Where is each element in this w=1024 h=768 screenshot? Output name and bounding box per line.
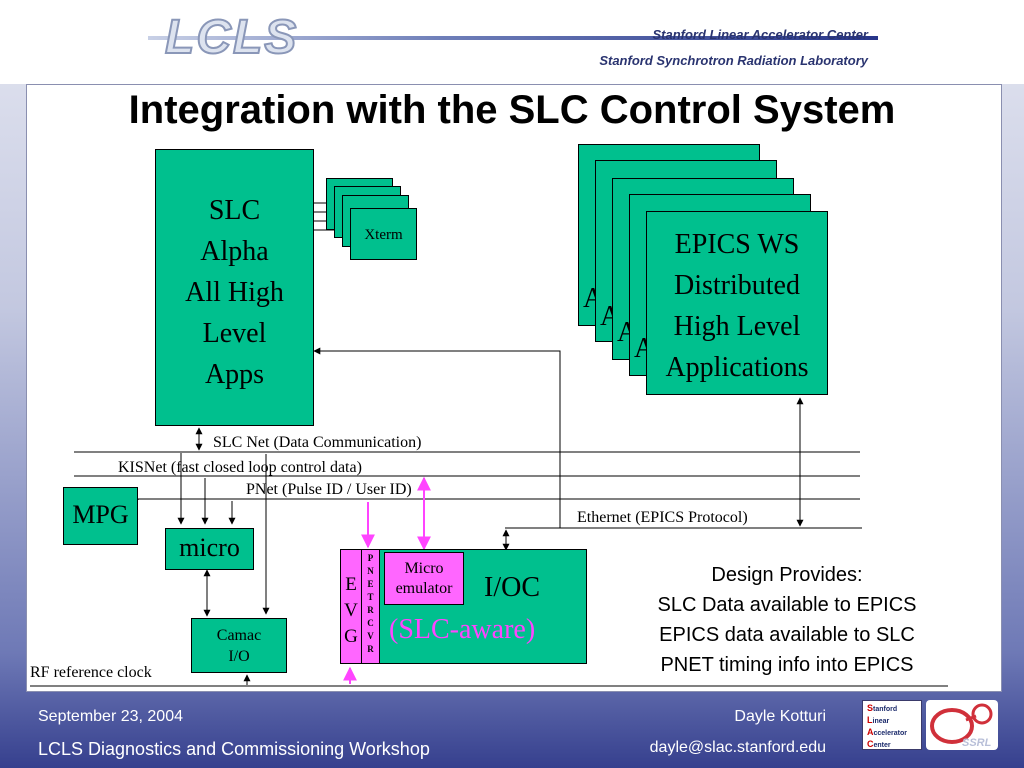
ssrl-logo — [926, 700, 998, 750]
design-item: PNET timing info into EPICS — [660, 654, 914, 676]
ssrl-name: Stanford Synchrotron Radiation Laborator… — [599, 53, 868, 68]
pnet-rcvr-box: P N E T R C V R — [361, 549, 380, 664]
ioc-slc-aware: (SLC-aware) — [389, 614, 536, 645]
slac-badge-logo: Stanford Linear Accelerator Center — [862, 700, 922, 750]
badge-word: tanford — [873, 706, 898, 713]
pnet-rcvr-letter: P — [367, 553, 374, 563]
slc-line-3: All High — [185, 277, 284, 308]
slide-header: LCLS Stanford Linear Accelerator Center … — [0, 0, 1024, 84]
evg-letter-2: V — [344, 600, 358, 621]
badge-word: inear — [872, 718, 890, 725]
pnet-rcvr-letter: N — [367, 566, 374, 576]
lcls-logo: LCLS — [164, 10, 299, 65]
camac-line-2: I/O — [228, 648, 250, 665]
camac-line-1: Camac — [216, 627, 262, 644]
badge-line-2: Linear — [867, 715, 917, 727]
camac-box: Camac I/O — [191, 618, 287, 673]
slc-line-4: Level — [202, 318, 267, 349]
micro-emulator-box: Micro emulator — [384, 552, 464, 605]
xterm-box: Xterm — [350, 208, 417, 260]
logo-bar — [148, 36, 878, 40]
slcnet-label: SLC Net (Data Communication) — [213, 434, 422, 451]
epics-line-3: High Level — [673, 311, 801, 342]
slide-title: Integration with the SLC Control System — [128, 88, 896, 132]
pnet-rcvr-letter: T — [367, 592, 374, 602]
ssrl-label: SSRL — [962, 737, 992, 749]
evg-letter-1: E — [345, 574, 357, 595]
ethernet-label: Ethernet (EPICS Protocol) — [577, 509, 748, 526]
micro-label: micro — [179, 533, 240, 562]
evg-letter-3: G — [344, 626, 358, 647]
badge-word: ccelerator — [873, 730, 907, 737]
micro-box: micro — [165, 528, 254, 570]
pnet-rcvr-letter: V — [367, 631, 374, 641]
slc-alpha-box: SLC Alpha All High Level Apps — [155, 149, 314, 426]
mpg-label: MPG — [72, 500, 129, 529]
design-item: EPICS data available to SLC — [659, 624, 915, 646]
badge-cap: A — [867, 727, 874, 737]
badge-line-3: Accelerator — [867, 727, 917, 739]
slc-line-1: SLC — [208, 195, 261, 226]
pnet-rcvr-letter: C — [367, 618, 374, 628]
badge-cap: C — [867, 739, 874, 749]
footer-event: LCLS Diagnostics and Commissioning Works… — [38, 739, 430, 759]
ioc-label: I/OC — [484, 572, 540, 603]
pnet-rcvr-letter: R — [367, 644, 374, 654]
footer-date: September 23, 2004 — [38, 708, 183, 725]
epics-line-4: Applications — [665, 352, 809, 383]
badge-cap: L — [867, 715, 873, 725]
ethernet-slc-link — [313, 347, 561, 528]
xterm-label: Xterm — [364, 227, 403, 243]
pnet-rcvr-letter: R — [367, 605, 374, 615]
pnet-rcvr-letter: E — [367, 579, 374, 589]
epics-line-1: EPICS WS — [674, 229, 800, 260]
badge-line-4: Center — [867, 739, 917, 751]
pnet-label: PNet (Pulse ID / User ID) — [246, 481, 412, 498]
emulator-line-2: emulator — [395, 580, 453, 597]
badge-cap: S — [867, 703, 874, 713]
footer-author: Dayle Kotturi — [734, 708, 826, 725]
design-provides: Design Provides: SLC Data available to E… — [605, 560, 969, 680]
slc-line-2: Alpha — [200, 236, 269, 267]
footer-email: dayle@slac.stanford.edu — [649, 739, 826, 756]
mpg-box: MPG — [63, 487, 138, 545]
rf-label: RF reference clock — [30, 664, 152, 681]
slac-name: Stanford Linear Accelerator Center — [652, 27, 868, 42]
ioc-box: I/OC (SLC-aware) — [340, 549, 587, 664]
design-item: SLC Data available to EPICS — [657, 594, 917, 616]
ssrl-ring-icon — [930, 703, 993, 744]
evg-box: E V G — [340, 549, 362, 664]
kisnet-label: KISNet (fast closed loop control data) — [118, 459, 362, 476]
badge-word: enter — [873, 742, 891, 749]
epics-line-2: Distributed — [674, 270, 800, 301]
epics-ws-box: EPICS WS Distributed High Level Applicat… — [646, 211, 828, 395]
slc-line-5: Apps — [204, 359, 265, 390]
design-heading: Design Provides: — [711, 564, 863, 586]
badge-line-1: Stanford — [867, 703, 917, 715]
emulator-line-1: Micro — [404, 560, 444, 577]
